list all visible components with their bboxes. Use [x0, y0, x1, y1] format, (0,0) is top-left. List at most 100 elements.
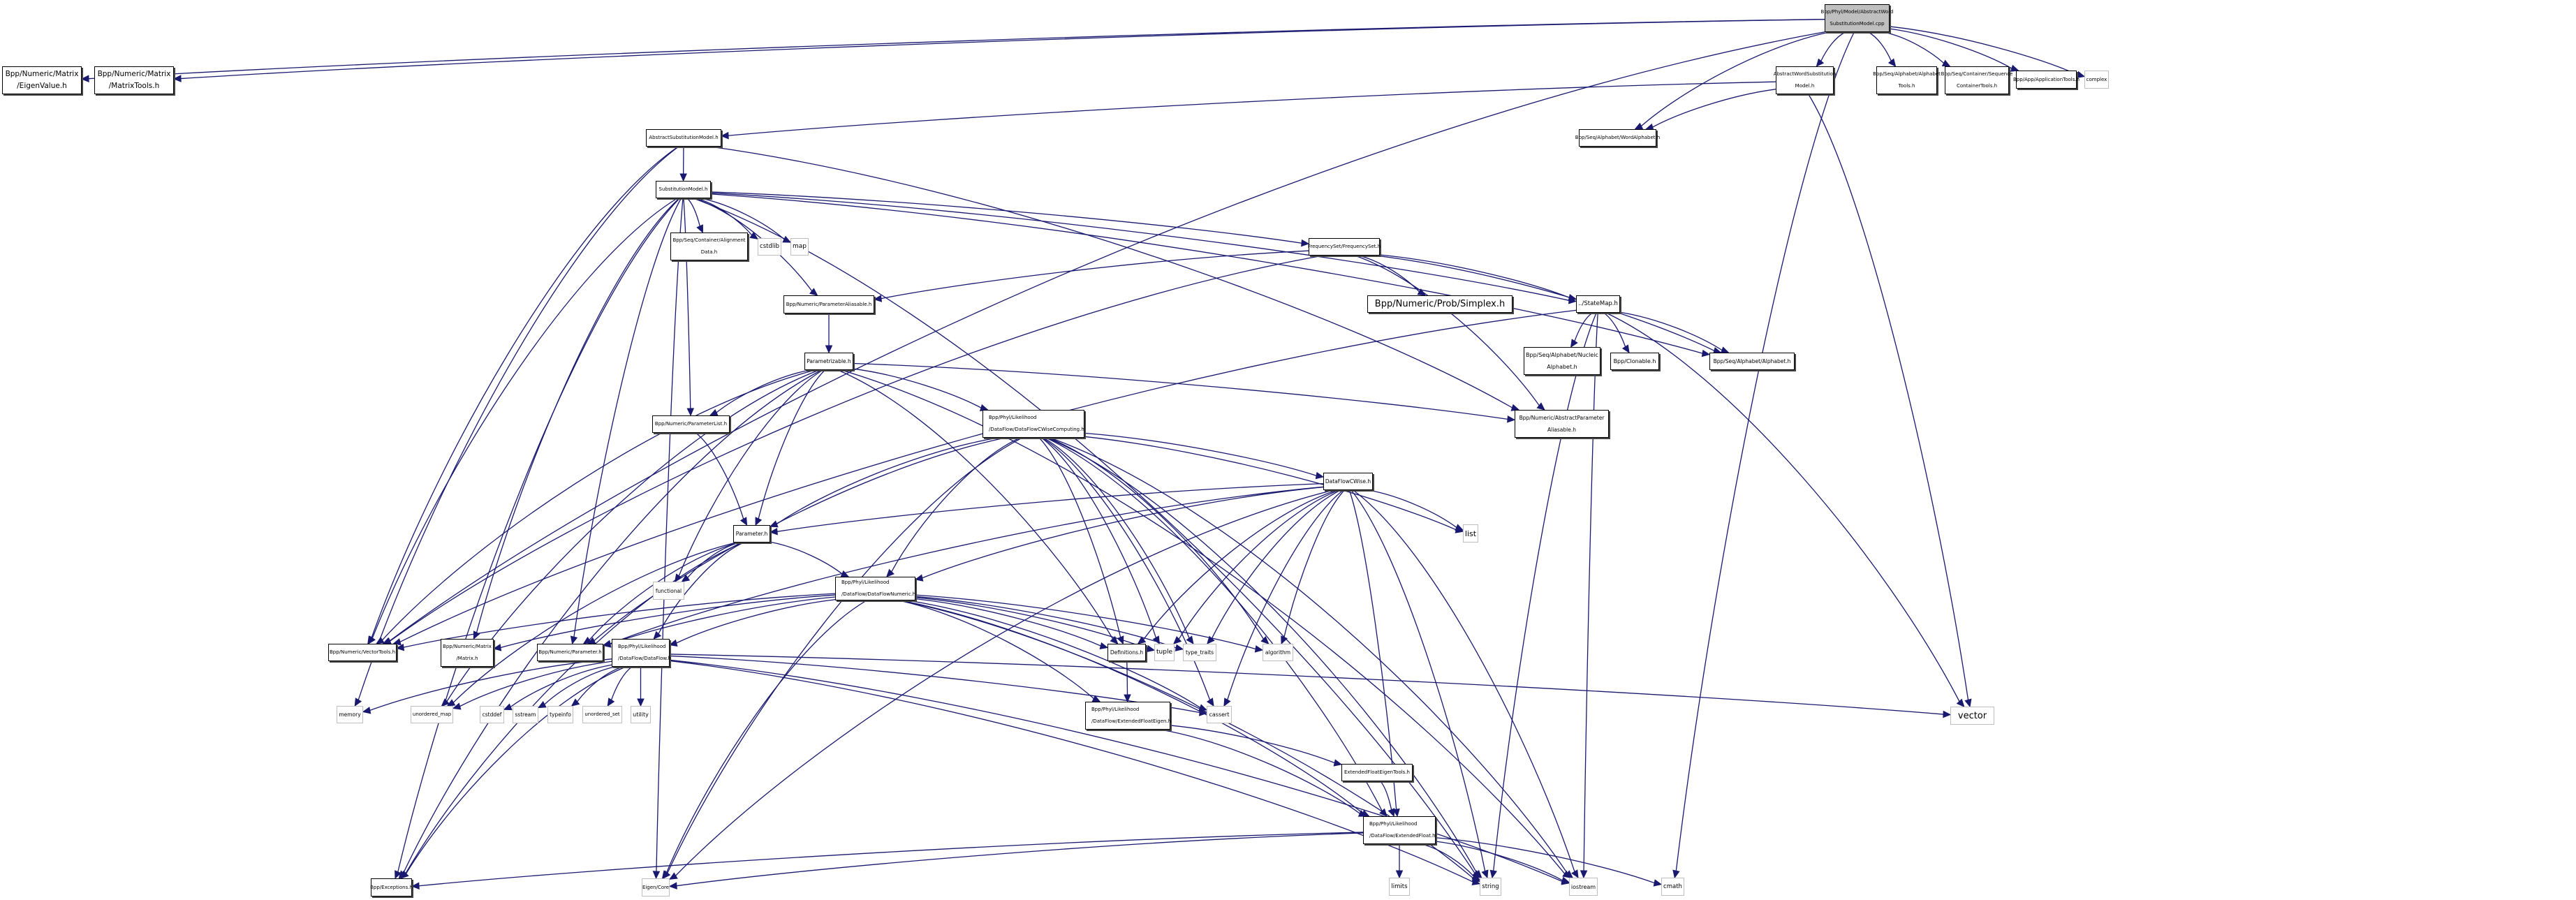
- edge-parameter_h-to-dfnumeric: [770, 541, 843, 575]
- node-parametrizable[interactable]: Parametrizable.h: [804, 353, 853, 370]
- edge-root-to-complex: [1889, 26, 2078, 75]
- edge-statemap-to-vector: [1605, 312, 1960, 702]
- node-extfloat[interactable]: Bpp/Phyl/Likelihood /DataFlow/ExtendedFl…: [1363, 816, 1436, 844]
- arrowhead-icon: [1186, 635, 1194, 644]
- node-asm[interactable]: AbstractSubstitutionModel.h: [646, 129, 721, 147]
- arrowhead-icon: [1388, 808, 1395, 818]
- node-efeigen[interactable]: Bpp/Phyl/Likelihood /DataFlow/ExtendedFl…: [1085, 702, 1171, 730]
- node-matrix[interactable]: Bpp/Numeric/Matrix /Matrix.h: [441, 639, 494, 667]
- edge-dfcwc-to-numparameter: [594, 437, 1006, 642]
- edge-dfnumeric-to-extfloat: [901, 600, 1363, 814]
- arrowhead-icon: [1333, 759, 1343, 767]
- node-label: unordered_set: [584, 711, 620, 717]
- edge-freqset-to-simplex: [1358, 255, 1420, 293]
- node-definitions[interactable]: Definitions.h: [1107, 644, 1146, 661]
- node-seqcontainertools[interactable]: Bpp/Seq/Container/Sequence ContainerTool…: [1941, 66, 2012, 94]
- edge-dataflow-to-unorderedmap: [459, 661, 612, 707]
- node-nucleicalphabet[interactable]: Bpp/Seq/Alphabet/Nucleic Alphabet.h: [1524, 347, 1600, 375]
- arrowhead-icon: [668, 872, 678, 880]
- arrowhead-icon: [1392, 808, 1400, 818]
- node-cstddef: cstddef: [480, 706, 504, 723]
- node-root: Bpp/Phyl/Model/AbstractWord Substitution…: [1821, 4, 1893, 32]
- edge-parametrizable-to-functional: [678, 369, 823, 577]
- arrowhead-icon: [668, 639, 678, 647]
- arrowhead-icon: [537, 700, 547, 709]
- node-efeigentools[interactable]: ExtendedFloatEigenTools.h: [1341, 764, 1413, 781]
- node-paramlist[interactable]: Bpp/Numeric/ParameterList.h: [652, 415, 730, 433]
- node-clonable[interactable]: Bpp/Clonable.h: [1610, 353, 1659, 370]
- node-dfcwc[interactable]: Bpp/Phyl/Likelihood /DataFlow/DataFlowCW…: [982, 410, 1084, 438]
- edge-parameter_h-to-dataflow: [658, 542, 744, 634]
- node-label: Bpp/Numeric/Matrix /EigenValue.h: [5, 70, 79, 90]
- node-dataflow[interactable]: Bpp/Phyl/Likelihood /DataFlow/DataFlow.h: [612, 639, 671, 667]
- node-parameter_h[interactable]: Parameter.h: [733, 525, 770, 543]
- arrowhead-icon: [571, 698, 580, 707]
- node-label: algorithm: [1265, 649, 1291, 656]
- edge-dfcwise-to-definitions: [1143, 489, 1337, 640]
- node-label: tuple: [1156, 649, 1172, 656]
- node-apptools[interactable]: Bpp/App/ApplicationTools.h: [2013, 71, 2080, 89]
- node-simplex[interactable]: Bpp/Numeric/Prob/Simplex.h: [1367, 295, 1513, 313]
- arrowhead-icon: [696, 224, 703, 234]
- node-label: list: [1464, 529, 1477, 538]
- arrowhead-icon: [172, 75, 182, 82]
- node-eigenvalue[interactable]: Bpp/Numeric/Matrix /EigenValue.h: [2, 66, 82, 94]
- node-string: string: [1480, 878, 1501, 896]
- arrowhead-icon: [1124, 694, 1131, 703]
- arrowhead-icon: [825, 345, 833, 354]
- arrowhead-icon: [602, 640, 612, 648]
- node-label: Bpp/Numeric/VectorTools.h: [329, 649, 396, 655]
- node-awsm[interactable]: AbstractWordSubstitution Model.h: [1774, 66, 1836, 94]
- arrowhead-icon: [1481, 869, 1489, 879]
- node-label: Bpp/Seq/Alphabet/WordAlphabet.h: [1575, 135, 1661, 140]
- edge-parametrizable-to-definitions: [837, 369, 1114, 640]
- edge-dfcwc-to-parameter_h: [776, 437, 998, 525]
- arrowhead-icon: [1099, 642, 1109, 650]
- node-dfcwise[interactable]: DataFlowCWise.h: [1323, 473, 1373, 490]
- node-label: vector: [1957, 710, 1987, 721]
- node-limits: limits: [1389, 878, 1410, 896]
- node-wordalphabet[interactable]: Bpp/Seq/Alphabet/WordAlphabet.h: [1575, 129, 1660, 147]
- arrowhead-icon: [1571, 869, 1579, 879]
- arrowhead-icon: [570, 635, 578, 645]
- node-alphabettools[interactable]: Bpp/Seq/Alphabet/Alphabet Tools.h: [1873, 66, 1941, 94]
- node-numparameter[interactable]: Bpp/Numeric/Parameter.h: [537, 644, 603, 661]
- node-label: AbstractSubstitutionModel.h: [649, 135, 719, 140]
- arrowhead-icon: [1315, 471, 1325, 480]
- arrowhead-icon: [1173, 635, 1182, 644]
- edge-dfcwise-to-dfnumeric: [922, 486, 1324, 579]
- edge-parametrizable-to-dfcwc: [853, 368, 982, 408]
- node-exceptions[interactable]: Bpp/Exceptions.h: [370, 878, 413, 897]
- edge-dfcwise-to-iostream: [1353, 489, 1575, 872]
- node-label: Bpp/Numeric/ParameterList.h: [654, 421, 728, 427]
- arrowhead-icon: [1672, 869, 1680, 879]
- node-unorderedset: unordered_set: [582, 706, 622, 723]
- node-dfnumeric[interactable]: Bpp/Phyl/Likelihood /DataFlow/DataFlowNu…: [835, 577, 915, 600]
- edge-efeigen-to-efeigentools: [1170, 725, 1335, 764]
- node-freqset[interactable]: FrequencySet/FrequencySet.h: [1308, 238, 1381, 256]
- node-statemap[interactable]: ../StateMap.h: [1576, 295, 1620, 313]
- node-label: cstddef: [482, 711, 502, 718]
- node-matrixtools[interactable]: Bpp/Numeric/Matrix /MatrixTools.h: [94, 66, 174, 94]
- arrowhead-icon: [395, 870, 402, 880]
- node-sm[interactable]: SubstitutionModel.h: [656, 181, 711, 198]
- arrowhead-icon: [1964, 698, 1972, 708]
- node-absparamaliasable[interactable]: Bpp/Numeric/AbstractParameter Aliasable.…: [1515, 410, 1609, 438]
- node-vector: vector: [1950, 707, 1994, 725]
- edge-dfcwise-to-typetraits: [1211, 489, 1341, 639]
- node-alphabet[interactable]: Bpp/Seq/Alphabet/Alphabet.h: [1709, 353, 1795, 370]
- node-label: Bpp/Numeric/AbstractParameter Aliasable.…: [1519, 415, 1605, 433]
- node-alignmentdata[interactable]: Bpp/Seq/Container/Alignment Data.h: [670, 233, 748, 260]
- node-label: utility: [633, 711, 649, 718]
- node-label: Definitions.h: [1110, 649, 1144, 656]
- node-vectortools[interactable]: Bpp/Numeric/VectorTools.h: [328, 644, 397, 661]
- edge-dfcwc-to-extfloat: [1045, 437, 1383, 811]
- edge-parametrizable-to-parameter_h: [758, 369, 825, 519]
- edge-paramlist-to-parameter_h: [695, 432, 744, 519]
- edge-dataflow-to-unorderedset: [610, 666, 633, 700]
- arrowhead-icon: [652, 871, 661, 880]
- edge-dataflow-to-vector: [669, 654, 1944, 715]
- arrowhead-icon: [1473, 869, 1482, 878]
- node-paramaliasable[interactable]: Bpp/Numeric/ParameterAliasable.h: [783, 295, 874, 313]
- edge-dfnumeric-to-dataflow: [676, 599, 836, 644]
